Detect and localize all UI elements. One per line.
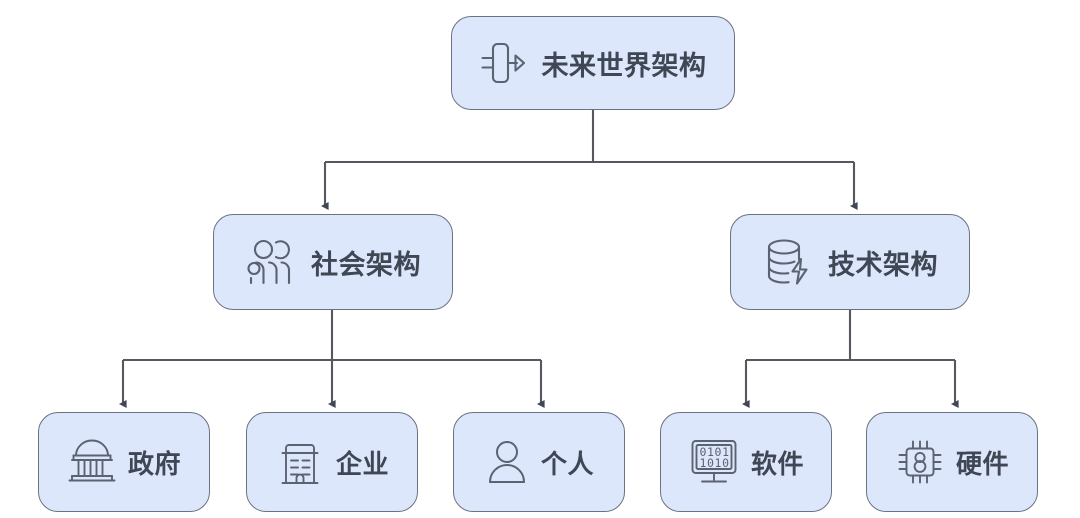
node-individual[interactable]: 个人: [453, 412, 625, 512]
node-technical-architecture[interactable]: 技术架构: [730, 214, 970, 310]
database-bolt-icon: [762, 236, 814, 288]
node-software[interactable]: 0101 1010 软件: [660, 412, 832, 512]
binary-row-top: 0101: [699, 445, 729, 459]
node-label: 企业: [335, 448, 389, 479]
binary-row-bottom: 1010: [699, 456, 729, 470]
node-label: 社会架构: [311, 249, 421, 280]
node-label: 技术架构: [828, 249, 938, 280]
cpu-chip-icon: [895, 437, 945, 487]
node-label: 软件: [750, 448, 804, 479]
node-label: 政府: [127, 448, 181, 479]
person-icon: [484, 437, 530, 487]
node-label: 硬件: [955, 448, 1009, 479]
classical-building-icon: [67, 437, 117, 487]
node-label: 个人: [540, 448, 594, 479]
users-group-icon: [245, 236, 297, 288]
node-enterprise[interactable]: 企业: [246, 412, 418, 512]
node-future-world-architecture[interactable]: 未来世界架构: [451, 16, 735, 110]
node-social-architecture[interactable]: 社会架构: [213, 214, 453, 310]
node-government[interactable]: 政府: [38, 412, 210, 512]
node-label: 未来世界架构: [541, 50, 707, 81]
flow-arrow-icon: [480, 39, 526, 87]
node-hardware[interactable]: 硬件: [866, 412, 1038, 512]
office-building-icon: [275, 436, 325, 488]
monitor-binary-icon: 0101 1010: [688, 437, 740, 487]
